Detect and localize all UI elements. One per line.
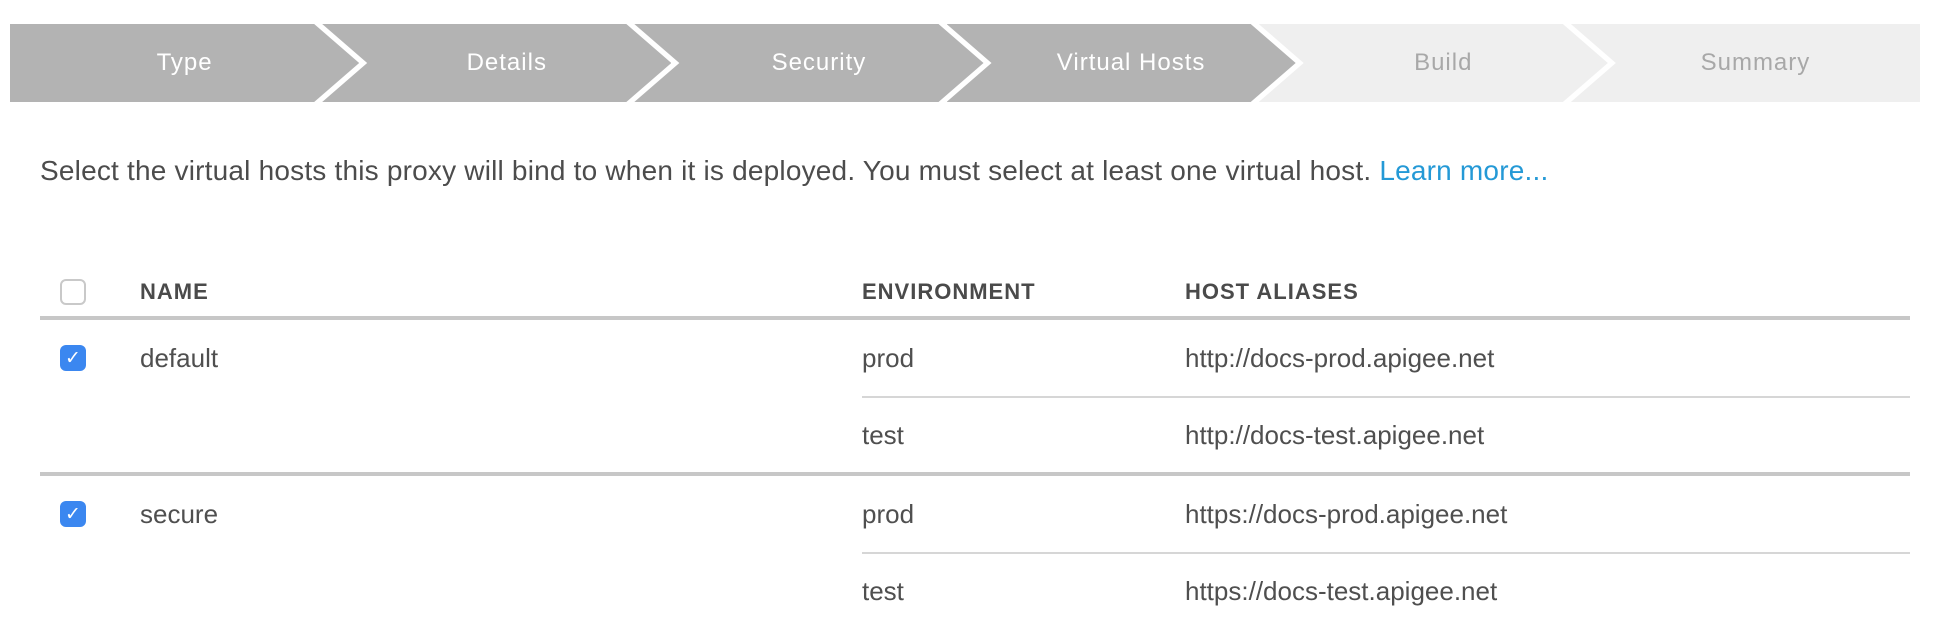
row-checkbox-cell: ✓: [40, 501, 140, 527]
column-header-environment: ENVIRONMENT: [862, 279, 1036, 304]
host-alias-cell: http://docs-prod.apigee.net: [1185, 342, 1495, 373]
step-security[interactable]: Security: [634, 24, 983, 102]
environment-row: prod http://docs-prod.apigee.net: [862, 320, 1910, 396]
header-checkbox-cell: ✓: [40, 279, 140, 305]
row-checkbox-default[interactable]: ✓: [60, 345, 86, 371]
checkmark-icon: ✓: [65, 503, 81, 525]
step-type[interactable]: Type: [10, 24, 359, 102]
environment-cell: test: [862, 419, 904, 450]
step-label: Security: [771, 49, 867, 76]
environment-cell: prod: [862, 498, 915, 529]
column-header-name: NAME: [140, 279, 209, 304]
column-header-host-aliases: HOST ALIASES: [1185, 279, 1359, 304]
step-label: Type: [156, 49, 213, 76]
checkmark-icon: ✓: [65, 347, 81, 369]
row-name-cell: ✓ secure: [40, 476, 862, 552]
table-row-default: ✓ default prod http://docs-prod.apigee.n…: [40, 320, 1910, 476]
wizard-stepper: Type Details Security Virtual Hosts Buil…: [10, 24, 1921, 102]
virtual-host-name: default: [140, 342, 219, 373]
host-alias-cell: http://docs-test.apigee.net: [1185, 419, 1485, 450]
row-checkbox-secure[interactable]: ✓: [60, 501, 86, 527]
environment-row: test https://docs-test.apigee.net: [862, 552, 1910, 628]
row-environments: prod http://docs-prod.apigee.net test ht…: [862, 320, 1910, 472]
environment-cell: prod: [862, 342, 915, 373]
learn-more-link[interactable]: Learn more...: [1379, 155, 1549, 186]
page-description: Select the virtual hosts this proxy will…: [40, 150, 1920, 192]
step-build: Build: [1259, 24, 1608, 102]
row-environments: prod https://docs-prod.apigee.net test h…: [862, 476, 1910, 628]
select-all-checkbox[interactable]: ✓: [60, 279, 86, 305]
environment-row: prod https://docs-prod.apigee.net: [862, 476, 1910, 552]
host-alias-cell: https://docs-prod.apigee.net: [1185, 498, 1508, 529]
step-details[interactable]: Details: [322, 24, 671, 102]
table-header-row: ✓ NAME ENVIRONMENT HOST ALIASES: [40, 268, 1910, 320]
virtual-host-name: secure: [140, 498, 219, 529]
step-label: Build: [1414, 49, 1473, 76]
step-virtual-hosts[interactable]: Virtual Hosts: [947, 24, 1296, 102]
environment-row: test http://docs-test.apigee.net: [862, 396, 1910, 472]
virtual-hosts-table: ✓ NAME ENVIRONMENT HOST ALIASES ✓ defaul…: [40, 268, 1910, 628]
environment-cell: test: [862, 575, 904, 606]
step-label: Virtual Hosts: [1056, 49, 1206, 76]
host-alias-cell: https://docs-test.apigee.net: [1185, 575, 1498, 606]
step-label: Summary: [1700, 49, 1811, 76]
step-label: Details: [466, 49, 547, 76]
description-text: Select the virtual hosts this proxy will…: [40, 155, 1372, 186]
row-name-cell: ✓ default: [40, 320, 862, 396]
table-row-secure: ✓ secure prod https://docs-prod.apigee.n…: [40, 476, 1910, 628]
step-summary: Summary: [1570, 24, 1921, 102]
row-checkbox-cell: ✓: [40, 345, 140, 371]
